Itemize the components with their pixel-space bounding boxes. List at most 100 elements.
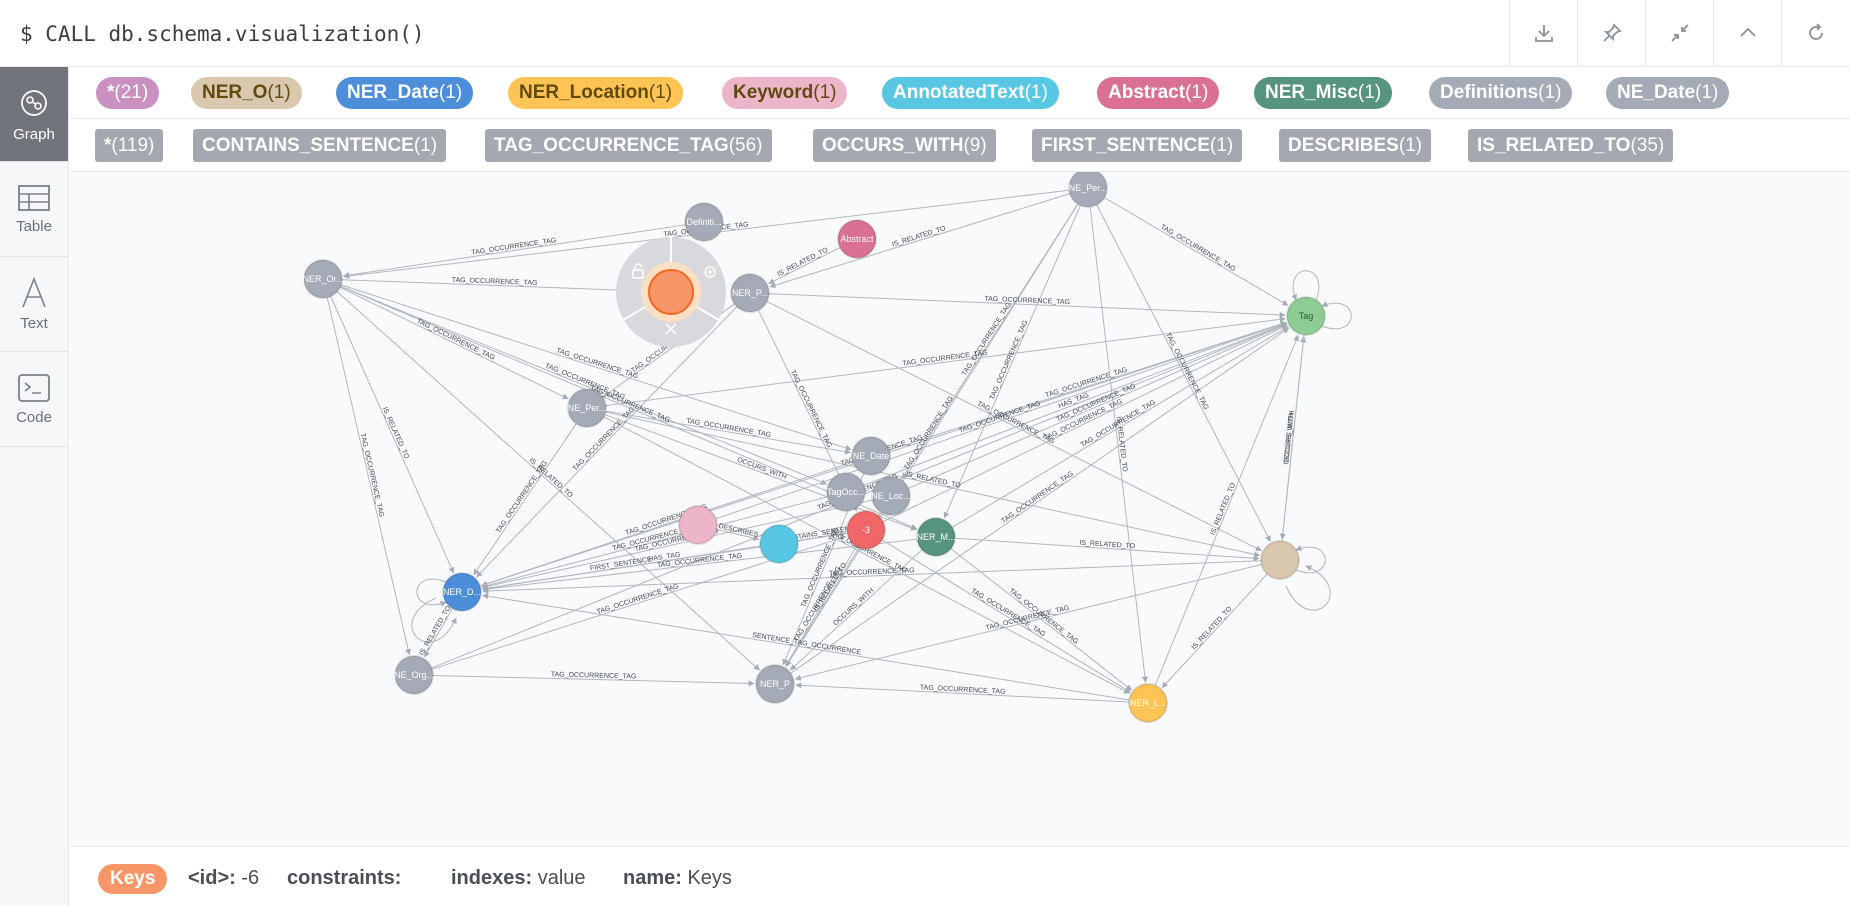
graph-self-loop[interactable] — [1285, 565, 1331, 611]
graph-node-ner-o[interactable] — [1260, 540, 1300, 580]
graph-edge[interactable] — [1154, 334, 1299, 686]
graph-node-ner-loc[interactable]: NER_L... — [1128, 683, 1168, 723]
graph-edge[interactable] — [790, 327, 1290, 674]
graph-self-loop[interactable] — [416, 578, 447, 607]
graph-node-ne-date[interactable]: NE_Date — [851, 436, 891, 476]
graph-canvas[interactable]: TAG_OCCURRENCE_TAGIS_RELATED_TOTAG_OCCUR… — [70, 172, 1850, 846]
node-circle[interactable] — [1260, 540, 1300, 580]
download-button[interactable] — [1509, 0, 1577, 66]
graph-self-loop[interactable] — [1295, 545, 1326, 574]
lock-icon[interactable] — [632, 263, 644, 279]
graph-node-ner-date[interactable]: NER_D... — [442, 572, 482, 612]
node-circle[interactable] — [1286, 296, 1326, 336]
graph-edge[interactable] — [766, 301, 1262, 551]
node-circle[interactable] — [871, 476, 911, 516]
graph-edge[interactable] — [768, 247, 841, 284]
graph-edge[interactable] — [340, 285, 828, 485]
rel-pill-is-related-to[interactable]: IS_RELATED_TO(35) — [1468, 129, 1674, 162]
rel-pill-occurs-with[interactable]: OCCURS_WITH(9) — [813, 129, 996, 162]
code-view-button[interactable]: Code — [0, 352, 68, 447]
node-circle[interactable] — [916, 517, 956, 557]
rel-pill-first-sentence[interactable]: FIRST_SENTENCE(1) — [1032, 129, 1243, 162]
graph-edge[interactable] — [339, 286, 569, 400]
label-pill-ne-date[interactable]: NE_Date(1) — [1606, 77, 1730, 109]
graph-edge[interactable] — [476, 306, 738, 578]
graph-edge[interactable] — [482, 538, 918, 592]
graph-edge[interactable] — [432, 674, 755, 687]
graph-node-ne-loc[interactable]: NE_Loc... — [871, 476, 911, 516]
minimize-button[interactable] — [1713, 0, 1781, 66]
node-circle[interactable] — [303, 259, 343, 299]
rel-pill-tag-occurrence-tag[interactable]: TAG_OCCURRENCE_TAG(56) — [485, 129, 772, 162]
node-circle[interactable] — [678, 505, 718, 545]
graph-edge[interactable] — [340, 285, 918, 530]
graph-edge[interactable] — [424, 608, 453, 658]
schema-graph[interactable]: TAG_OCCURRENCE_TAGIS_RELATED_TOTAG_OCCUR… — [70, 172, 1850, 846]
graph-edge[interactable] — [881, 539, 1131, 693]
graph-edge[interactable] — [790, 549, 923, 671]
graph-edge[interactable] — [1104, 197, 1289, 306]
graph-edge[interactable] — [343, 224, 686, 279]
graph-node-keyword[interactable] — [678, 505, 718, 545]
rerun-button[interactable] — [1781, 0, 1849, 66]
graph-node-selected[interactable] — [648, 269, 694, 315]
graph-edge[interactable] — [908, 323, 1288, 489]
graph-node-ner-or[interactable]: NER_Or... — [302, 259, 344, 299]
graph-edge[interactable] — [604, 414, 917, 531]
node-circle[interactable] — [567, 388, 607, 428]
label-pill-keyword[interactable]: Keyword(1) — [722, 77, 848, 109]
pin-button[interactable] — [1577, 0, 1645, 66]
graph-edge[interactable] — [882, 324, 1288, 523]
label-pill-ner-location[interactable]: NER_Location(1) — [508, 77, 684, 109]
graph-node-ne-per-top[interactable]: NE_Per... — [1068, 172, 1108, 208]
graph-edge[interactable] — [605, 410, 851, 455]
graph-node-tag[interactable]: Tag — [1286, 296, 1326, 336]
dismiss-icon[interactable] — [665, 323, 677, 335]
label-pill-definitions[interactable]: Definitions(1) — [1429, 77, 1573, 109]
graph-node-tagocc[interactable]: TagOcc... — [826, 472, 866, 512]
label-pill-ner-misc[interactable]: NER_Misc(1) — [1254, 77, 1393, 109]
graph-edge[interactable] — [950, 548, 1132, 691]
graph-node-abstract[interactable]: Abstract — [837, 219, 877, 259]
graph-node-annotated[interactable] — [759, 524, 799, 564]
rel-pill-contains-sentence[interactable]: CONTAINS_SENTENCE(1) — [193, 129, 447, 162]
graph-edge[interactable] — [1161, 573, 1268, 689]
text-view-button[interactable]: Text — [0, 257, 68, 352]
label-pill-annotated-text[interactable]: AnnotatedText(1) — [882, 77, 1059, 109]
graph-edge[interactable] — [1279, 334, 1305, 540]
graph-edge[interactable] — [1096, 204, 1271, 542]
graph-edge[interactable] — [715, 321, 1287, 520]
expand-icon[interactable] — [704, 266, 716, 278]
graph-edge[interactable] — [943, 205, 1081, 519]
node-circle[interactable] — [826, 472, 866, 512]
graph-node-ner-p-top[interactable]: NER_P... — [730, 273, 770, 313]
graph-node-ner-p-bot[interactable]: NER_P — [755, 664, 795, 704]
graph-node-definitions[interactable]: Definiti... — [684, 202, 724, 242]
node-circle[interactable] — [684, 202, 724, 242]
graph-edge[interactable] — [952, 326, 1289, 528]
node-circle[interactable] — [1068, 172, 1108, 208]
rel-pill-describes[interactable]: DESCRIBES(1) — [1279, 129, 1432, 162]
graph-edge[interactable] — [481, 499, 873, 590]
graph-edge[interactable] — [1089, 206, 1148, 683]
graph-edge[interactable] — [901, 203, 1079, 479]
graph-edge[interactable] — [482, 593, 1130, 701]
graph-edge[interactable] — [605, 316, 1286, 407]
graph-edge[interactable] — [326, 297, 412, 656]
graph-node-ne-org[interactable]: NE_Org... — [394, 655, 434, 695]
graph-edge[interactable] — [769, 193, 1071, 289]
graph-edge[interactable] — [863, 322, 1287, 486]
label-pill-abstract[interactable]: Abstract(1) — [1097, 77, 1220, 109]
graph-edge[interactable] — [473, 423, 577, 576]
graph-view-button[interactable]: Graph — [0, 67, 68, 162]
node-circle[interactable] — [759, 524, 799, 564]
graph-edge[interactable] — [716, 528, 760, 541]
graph-edge[interactable] — [768, 293, 1286, 318]
graph-edge[interactable] — [340, 284, 852, 451]
graph-self-loop[interactable] — [1321, 301, 1352, 330]
query-text[interactable]: $ CALL db.schema.visualization() — [20, 22, 425, 46]
graph-edge[interactable] — [330, 296, 455, 574]
node-circle[interactable] — [394, 655, 434, 695]
node-circle[interactable] — [846, 510, 886, 550]
